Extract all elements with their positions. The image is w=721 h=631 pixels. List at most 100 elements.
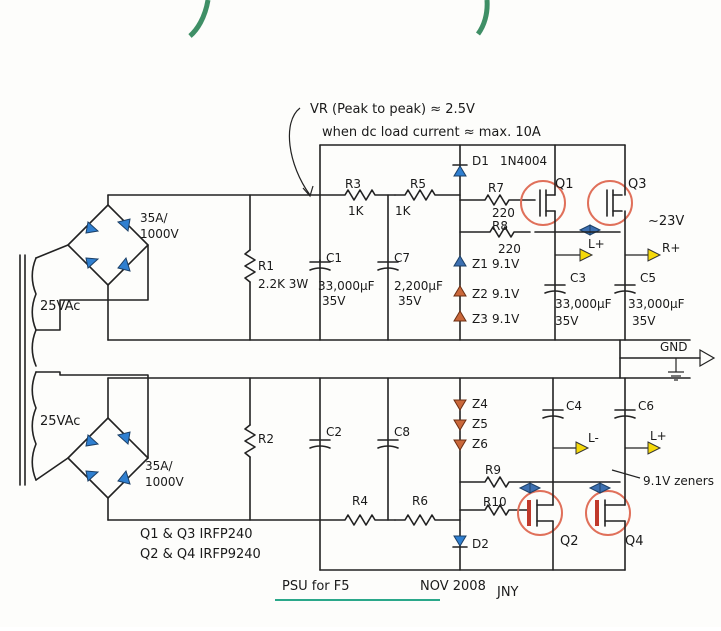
ripple-annotation: VR (Peak to peak) ≈ 2.5V (310, 102, 475, 117)
q3-label: Q3 (628, 177, 647, 192)
c1-voltage: 35V (322, 294, 346, 308)
c5-label: C5 (640, 271, 656, 285)
z3-label: Z3 (472, 312, 488, 326)
c2-label: C2 (326, 425, 342, 439)
c3-label: C3 (570, 271, 586, 285)
zener-z6 (453, 439, 467, 451)
zener-q4-gate (588, 482, 601, 494)
l-minus-label: L- (588, 431, 599, 445)
c6-label: C6 (638, 399, 654, 413)
mosfet-q2 (517, 490, 563, 536)
zener-z5 (453, 419, 467, 431)
r8-label: R8 (492, 219, 508, 233)
parts-list-line2: Q2 & Q4 IRFP9240 (140, 547, 261, 562)
c3-value: 33,000µF (555, 297, 612, 311)
c4-label: C4 (566, 399, 582, 413)
r5-value: 1K (395, 204, 412, 218)
q2-label: Q2 (560, 534, 579, 549)
zener-z3 (453, 310, 467, 322)
z2-value: 9.1V (492, 287, 520, 301)
c8-label: C8 (394, 425, 410, 439)
c5-voltage: 35V (632, 314, 656, 328)
hanging-string-right (475, 0, 490, 36)
r9-label: R9 (485, 463, 501, 477)
d1-label: D1 (472, 154, 489, 168)
gnd-label: GND (660, 340, 688, 354)
d2-label: D2 (472, 537, 489, 551)
resistor-r8 (459, 226, 531, 238)
c1-label: C1 (326, 251, 342, 265)
top-bridge-rectifier: 35A/1000V (35, 194, 321, 341)
mosfet-q4 (585, 490, 631, 536)
r-plus-label: R+ (662, 241, 680, 255)
zener-q1-gate (578, 224, 591, 236)
diode-d1 (453, 165, 467, 177)
z1-label: Z1 (472, 257, 488, 271)
diode-d2 (453, 535, 467, 547)
resistor-r9 (459, 476, 531, 488)
z2-label: Z2 (472, 287, 488, 301)
d1-part: 1N4004 (500, 154, 547, 168)
z6-label: Z6 (472, 437, 488, 451)
r1-label: R1 (258, 259, 274, 273)
l-plus-bottom-label: L+ (650, 429, 667, 443)
c1-value: 33,000µF (318, 279, 375, 293)
r8-value: 220 (498, 242, 521, 256)
bottom-bridge-rectifier: 35A/1000V (35, 371, 321, 521)
z5-label: Z5 (472, 417, 488, 431)
r7-value: 220 (492, 206, 515, 220)
resistor-r3 (319, 189, 396, 201)
top-bridge-rating: 35A/1000V (140, 211, 180, 241)
c5-value: 33,000µF (628, 297, 685, 311)
resistor-r5 (394, 189, 461, 201)
r6-label: R6 (412, 494, 428, 508)
resistor-r6 (394, 514, 461, 526)
r1-value: 2.2K 3W (258, 277, 308, 291)
r5-label: R5 (410, 177, 426, 191)
l-plus-top-label: L+ (588, 237, 605, 251)
load-annotation: when dc load current ≈ max. 10A (322, 125, 541, 140)
footer-date: NOV 2008 (420, 579, 486, 594)
zener-q2-gate (518, 482, 531, 494)
z3-value: 9.1V (492, 312, 520, 326)
r7-label: R7 (488, 181, 504, 195)
parts-list-line1: Q1 & Q3 IRFP240 (140, 527, 253, 542)
hanging-string-left (188, 0, 211, 38)
resistor-r7 (459, 194, 536, 206)
c7-label: C7 (394, 251, 410, 265)
transformer: 25VAc 25VAc (19, 254, 80, 486)
footer-initials: JNY (496, 585, 519, 600)
r3-label: R3 (345, 177, 361, 191)
zener-z2 (453, 285, 467, 297)
q1-label: Q1 (555, 177, 574, 192)
zener-note: 9.1V zeners (643, 474, 714, 488)
l-plus-bottom-terminal (647, 441, 662, 455)
bottom-bridge-rating: 35A/1000V (145, 459, 185, 489)
resistor-r10 (459, 504, 531, 516)
zener-note-arrow (611, 469, 641, 479)
footer-title: PSU for F5 (282, 579, 350, 594)
c3-voltage: 35V (555, 314, 579, 328)
q4-label: Q4 (625, 534, 644, 549)
z4-label: Z4 (472, 397, 488, 411)
zener-z1 (453, 255, 467, 267)
bottom-secondary-label: 25VAc (40, 414, 80, 429)
r4-label: R4 (352, 494, 368, 508)
resistor-r2 (244, 424, 256, 458)
r3-value: 1K (348, 204, 365, 218)
r10-label: R10 (483, 495, 507, 509)
c7-voltage: 35V (398, 294, 422, 308)
r2-label: R2 (258, 432, 274, 446)
resistor-r1 (244, 249, 256, 283)
l-minus-terminal (575, 441, 590, 455)
mosfet-q1 (520, 180, 566, 226)
l-plus-top-terminal (579, 248, 594, 262)
c7-value: 2,200µF (394, 279, 443, 293)
output-voltage-label: ~23V (648, 214, 684, 229)
annotation-arrow (288, 107, 311, 196)
resistor-r4 (319, 514, 396, 526)
zener-z4 (453, 399, 467, 411)
z1-value: 9.1V (492, 257, 520, 271)
